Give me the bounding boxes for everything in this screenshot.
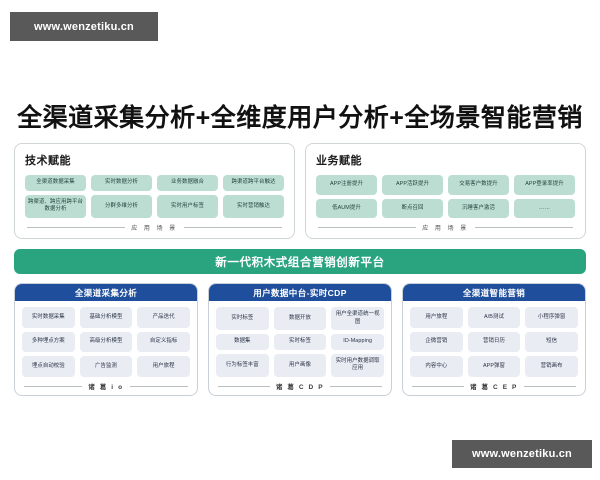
panel-tag[interactable]: ID-Mapping	[331, 334, 384, 350]
panel-tag[interactable]: 数据开放	[273, 307, 327, 331]
panel-tag[interactable]: 小程序弹窗	[525, 307, 578, 328]
divider-rule-left	[412, 385, 464, 387]
watermark-top: www.wenzetiku.cn	[10, 12, 158, 41]
divider-rule-left	[27, 227, 126, 228]
enablement-tag[interactable]: ……	[514, 198, 575, 218]
panel-tag[interactable]: 企微营销	[410, 331, 463, 353]
panel-header-marketing: 全渠道智能营销	[403, 284, 585, 301]
scene-label: 应 用 场 景	[131, 226, 178, 232]
panel-tag[interactable]: 短信	[525, 331, 578, 353]
panel-tag[interactable]: 实时标签	[216, 307, 269, 331]
divider-rule-right	[330, 385, 383, 387]
panel-footer-marketing: 诸 葛 C E P	[410, 381, 578, 391]
panel-tag[interactable]: 营销日历	[467, 331, 521, 353]
panel-tag[interactable]: 高级分析模型	[79, 331, 133, 353]
product-panel-collection: 全渠道采集分析 实时数据采集 基础分析模型 产品迭代 多种埋点方案 高级分析模型…	[14, 283, 198, 396]
enablement-row: 技术赋能 全渠道数据采集 实时数据分析 业务数据融合 跨渠道跨平台触达 跨渠道、…	[14, 143, 586, 239]
scene-divider-technical: 应 用 场 景	[25, 223, 284, 232]
enablement-tag[interactable]: 实时数据分析	[91, 175, 152, 191]
panel-tag[interactable]: 数据集	[216, 334, 269, 350]
panel-tag[interactable]: 用户全渠道统一视图	[331, 307, 384, 331]
watermark-top-text: www.wenzetiku.cn	[34, 20, 134, 33]
enablement-tag[interactable]: 实时营销触达	[223, 194, 284, 218]
enablement-tag[interactable]: 沉睡客户激活	[448, 198, 509, 218]
panel-tag[interactable]: 内容中心	[410, 356, 463, 377]
panel-tag[interactable]: 用户画像	[273, 353, 327, 377]
enablement-tag[interactable]: 交易客户数提升	[448, 175, 509, 195]
panel-tag[interactable]: 行为标签丰富	[216, 353, 269, 377]
enablement-tag[interactable]: 实时用户标签	[157, 194, 218, 218]
enablement-tag[interactable]: 低AUM提升	[316, 198, 377, 218]
panel-tag-grid-cdp: 实时标签 数据开放 用户全渠道统一视图 数据集 实时标签 ID-Mapping …	[216, 307, 384, 377]
divider-rule-left	[218, 385, 270, 387]
divider-rule-left	[24, 385, 83, 387]
page-title: 全渠道采集分析+全维度用户分析+全场景智能营销	[17, 104, 583, 132]
divider-rule-right	[129, 385, 188, 387]
enablement-title-technical: 技术赋能	[25, 155, 71, 167]
enablement-tag[interactable]: 断点召回	[382, 198, 443, 218]
panel-tag[interactable]: 实时数据采集	[22, 307, 75, 328]
panel-tag[interactable]: 实时标签	[273, 334, 327, 350]
enablement-box-business: 业务赋能 APP注册提升 APP活跃提升 交易客户数提升 APP登录率提升 低A…	[305, 143, 586, 239]
panel-tag[interactable]: 营销画布	[525, 356, 578, 377]
scene-divider-business: 应 用 场 景	[316, 223, 575, 232]
panel-header-collection: 全渠道采集分析	[15, 284, 197, 301]
enablement-box-technical: 技术赋能 全渠道数据采集 实时数据分析 业务数据融合 跨渠道跨平台触达 跨渠道、…	[14, 143, 295, 239]
panel-tag[interactable]: 埋点自动校验	[22, 356, 75, 377]
panel-tag[interactable]: 多种埋点方案	[22, 331, 75, 353]
panel-body-marketing: 用户旅程 A/B测试 小程序弹窗 企微营销 营销日历 短信 内容中心 APP弹窗…	[403, 301, 585, 395]
panel-tag[interactable]: 产品迭代	[137, 307, 190, 328]
panel-tag[interactable]: 实时用户数据调取应用	[331, 353, 384, 377]
enablement-tag[interactable]: APP登录率提升	[514, 175, 575, 195]
scene-label: 应 用 场 景	[422, 226, 469, 232]
panel-brand-label: 诸 葛 C D P	[275, 384, 325, 391]
panel-footer-cdp: 诸 葛 C D P	[216, 381, 384, 391]
divider-rule-right	[474, 227, 574, 228]
panel-tag[interactable]: APP弹窗	[467, 356, 521, 377]
panel-header-cdp: 用户数据中台-实时CDP	[209, 284, 391, 301]
divider-rule-right	[524, 385, 576, 387]
panel-tag[interactable]: 用户旅程	[137, 356, 190, 377]
platform-banner-label: 新一代积木式组合营销创新平台	[215, 256, 385, 269]
divider-rule-left	[318, 227, 417, 228]
enablement-tag[interactable]: 分群多维分析	[91, 194, 152, 218]
enablement-tag-grid-technical: 全渠道数据采集 实时数据分析 业务数据融合 跨渠道跨平台触达 跨渠道、跨应用跨平…	[25, 175, 284, 218]
watermark-bottom: www.wenzetiku.cn	[452, 440, 592, 468]
panel-brand-label: 诸 葛 C E P	[470, 384, 518, 391]
product-panel-marketing: 全渠道智能营销 用户旅程 A/B测试 小程序弹窗 企微营销 营销日历 短信 内容…	[402, 283, 586, 396]
enablement-tag-grid-business: APP注册提升 APP活跃提升 交易客户数提升 APP登录率提升 低AUM提升 …	[316, 175, 575, 218]
panel-brand-label: 诸 葛 i o	[88, 384, 124, 391]
product-panel-cdp: 用户数据中台-实时CDP 实时标签 数据开放 用户全渠道统一视图 数据集 实时标…	[208, 283, 392, 396]
enablement-tag[interactable]: 全渠道数据采集	[25, 175, 86, 191]
panel-body-cdp: 实时标签 数据开放 用户全渠道统一视图 数据集 实时标签 ID-Mapping …	[209, 301, 391, 395]
watermark-bottom-text: www.wenzetiku.cn	[472, 448, 572, 460]
panel-tag[interactable]: 基础分析模型	[79, 307, 133, 328]
panel-tag[interactable]: 用户旅程	[410, 307, 463, 328]
panel-tag[interactable]: A/B测试	[467, 307, 521, 328]
enablement-tag[interactable]: APP活跃提升	[382, 175, 443, 195]
panel-tag[interactable]: 广告监测	[79, 356, 133, 377]
platform-banner: 新一代积木式组合营销创新平台	[14, 249, 586, 274]
panel-tag-grid-marketing: 用户旅程 A/B测试 小程序弹窗 企微营销 营销日历 短信 内容中心 APP弹窗…	[410, 307, 578, 377]
enablement-tag[interactable]: 跨渠道跨平台触达	[223, 175, 284, 191]
panel-body-collection: 实时数据采集 基础分析模型 产品迭代 多种埋点方案 高级分析模型 自定义指标 埋…	[15, 301, 197, 395]
panel-tag[interactable]: 自定义指标	[137, 331, 190, 353]
panel-footer-collection: 诸 葛 i o	[22, 381, 190, 391]
product-panel-row: 全渠道采集分析 实时数据采集 基础分析模型 产品迭代 多种埋点方案 高级分析模型…	[14, 283, 586, 396]
panel-tag-grid-collection: 实时数据采集 基础分析模型 产品迭代 多种埋点方案 高级分析模型 自定义指标 埋…	[22, 307, 190, 377]
enablement-tag[interactable]: 业务数据融合	[157, 175, 218, 191]
divider-rule-right	[183, 227, 283, 228]
enablement-title-business: 业务赋能	[316, 155, 362, 167]
enablement-tag[interactable]: APP注册提升	[316, 175, 377, 195]
enablement-tag[interactable]: 跨渠道、跨应用跨平台数据分析	[25, 194, 86, 218]
